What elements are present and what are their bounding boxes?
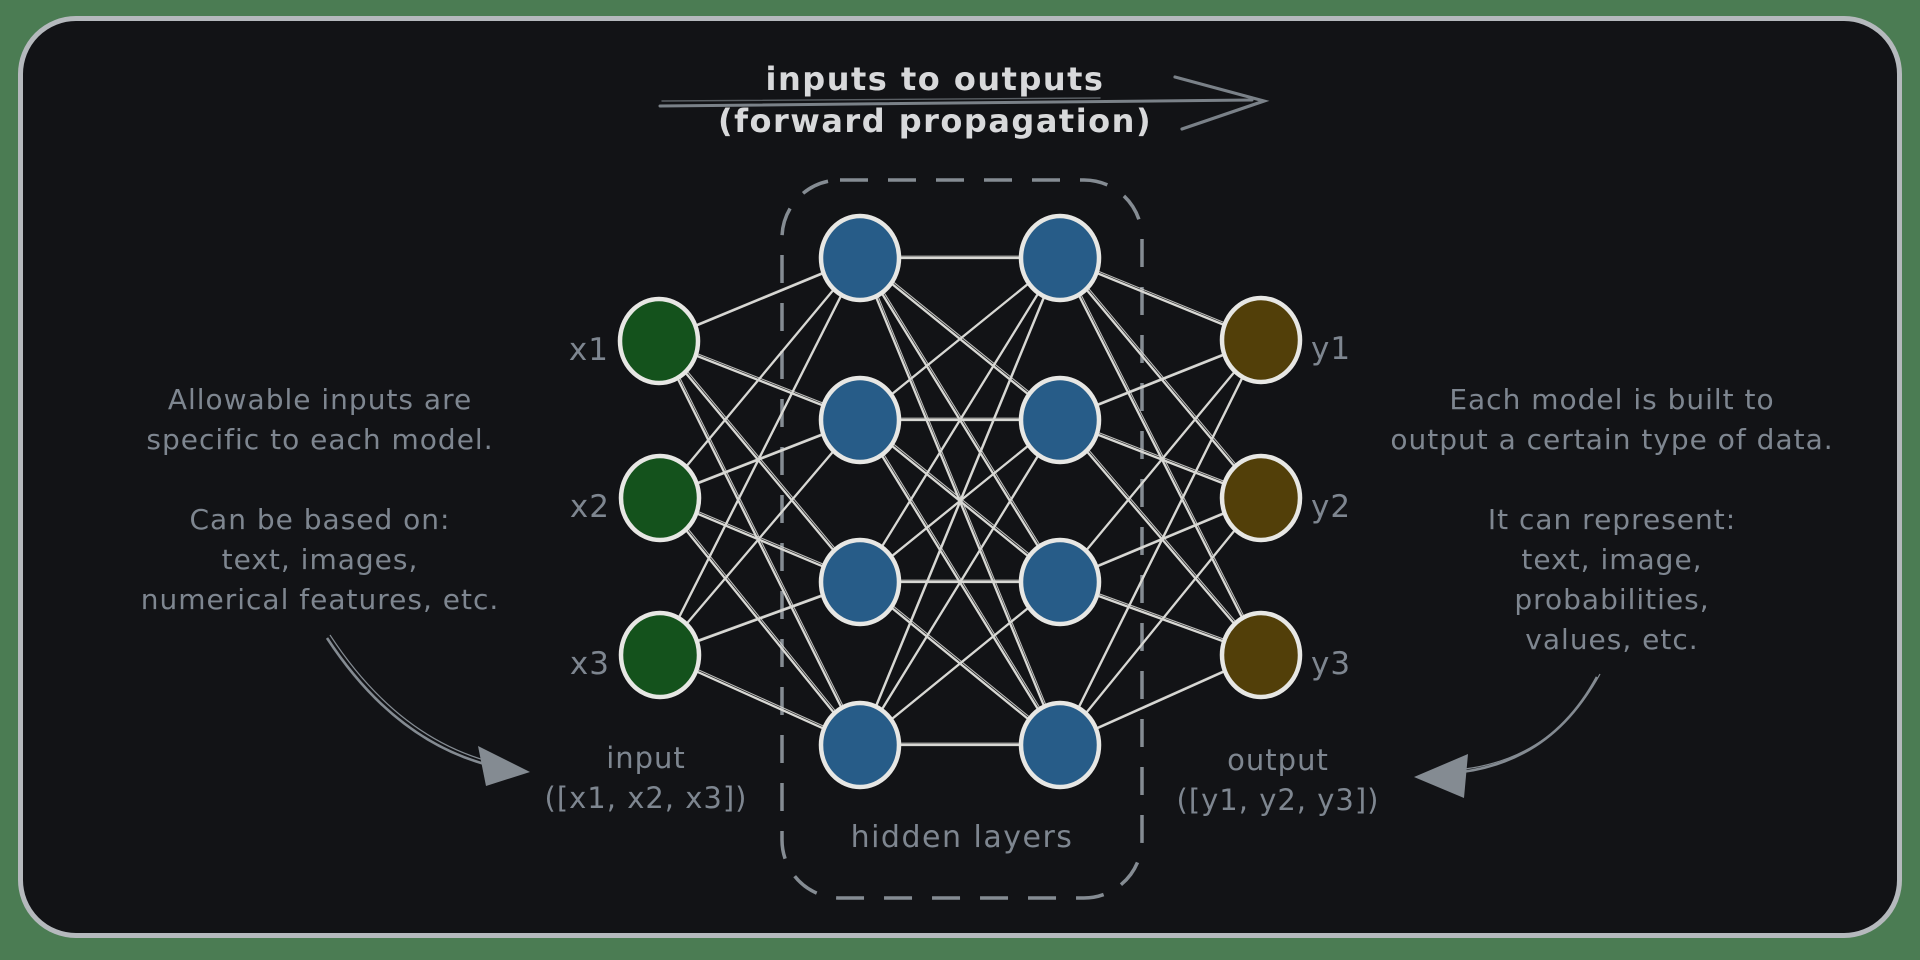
left-note-arrow-icon <box>325 634 530 786</box>
node-y3 <box>1219 610 1303 700</box>
node-label-y2: y2 <box>1311 489 1351 525</box>
edge-x2-h14 <box>661 495 863 744</box>
right-note-arrow-icon <box>1414 673 1601 798</box>
hidden-layers-box <box>780 178 1144 900</box>
title-line-1: inputs to outputs <box>765 60 1105 98</box>
node-y2 <box>1219 453 1303 543</box>
node-h23 <box>1018 537 1102 627</box>
node-x3 <box>618 610 702 700</box>
edges-group <box>657 255 1264 747</box>
title-line-2: (forward propagation) <box>717 102 1153 140</box>
hidden-layers-label: hidden layers <box>850 820 1074 855</box>
input-label-line-2: ([x1, x2, x3]) <box>544 781 748 815</box>
edge-x1-h13 <box>658 340 861 583</box>
note-line: text, image, <box>1521 543 1703 576</box>
note-line: Can be based on: <box>189 503 451 536</box>
edge-h14-h21 <box>861 255 1063 744</box>
node-h24 <box>1018 700 1102 790</box>
canvas-card <box>18 16 1902 938</box>
edge-h22-y3 <box>1061 417 1264 654</box>
note-line <box>1390 460 1833 500</box>
edge-h14-h22 <box>861 417 1063 744</box>
nodes-group <box>617 213 1303 790</box>
edge-h24-y1 <box>1061 337 1264 744</box>
output-label-line-1: output <box>1227 743 1329 777</box>
edge-h21-y3 <box>1061 255 1264 654</box>
node-label-y1: y1 <box>1311 331 1351 367</box>
edge-x3-h12 <box>661 417 863 654</box>
note-line: Allowable inputs are <box>167 383 473 416</box>
left-note: Allowable inputs are specific to each mo… <box>141 380 500 620</box>
node-h22 <box>1018 375 1102 465</box>
node-h14 <box>818 700 902 790</box>
edge-h23-y1 <box>1061 337 1264 581</box>
node-x1 <box>617 296 701 386</box>
edge-x1-h14 <box>657 340 862 746</box>
node-h21 <box>1018 213 1102 303</box>
node-label-y3: y3 <box>1311 646 1351 682</box>
forward-arrow-icon <box>658 75 1270 131</box>
edge-x2-h11 <box>661 255 863 497</box>
node-y1 <box>1219 295 1303 385</box>
edge-h22-y3 <box>1059 419 1262 656</box>
note-line: Each model is built to <box>1449 383 1775 416</box>
edge-x2-h14 <box>659 497 861 746</box>
note-line: probabilities, <box>1514 583 1710 616</box>
edge-h24-y1 <box>1058 339 1263 746</box>
note-line: output a certain type of data. <box>1390 423 1834 456</box>
note-line: numerical features, etc. <box>140 583 500 616</box>
edge-x3-h11 <box>658 257 862 656</box>
note-line: values, etc. <box>1525 623 1699 656</box>
input-layer-label: input ([x1, x2, x3]) <box>545 738 748 818</box>
node-h11 <box>818 213 902 303</box>
node-labels-group: x1 x2 x3 y1 y2 y3 <box>569 331 1351 682</box>
edge-h24-y2 <box>1061 495 1264 744</box>
edge-x3-h11 <box>661 255 863 654</box>
input-label-line-1: input <box>606 741 686 775</box>
note-line <box>141 460 500 500</box>
note-line: text, images, <box>221 543 419 576</box>
right-note: Each model is built to output a certain … <box>1390 380 1833 660</box>
diagram-title: inputs to outputs (forward propagation) <box>718 58 1152 142</box>
output-layer-label: output ([y1, y2, y3]) <box>1177 740 1380 820</box>
edge-h21-y2 <box>1059 257 1262 499</box>
edge-h14-h21 <box>858 257 1062 746</box>
node-label-x2: x2 <box>570 489 610 525</box>
node-h12 <box>818 375 902 465</box>
node-label-x3: x3 <box>570 646 610 682</box>
node-x2 <box>618 453 702 543</box>
node-label-x1: x1 <box>569 332 609 368</box>
edge-h13-h21 <box>861 255 1063 581</box>
output-label-line-2: ([y1, y2, y3]) <box>1176 783 1380 817</box>
edge-h21-y2 <box>1061 255 1264 497</box>
note-line: specific to each model. <box>146 423 494 456</box>
node-h13 <box>818 537 902 627</box>
note-line: It can represent: <box>1487 503 1737 536</box>
